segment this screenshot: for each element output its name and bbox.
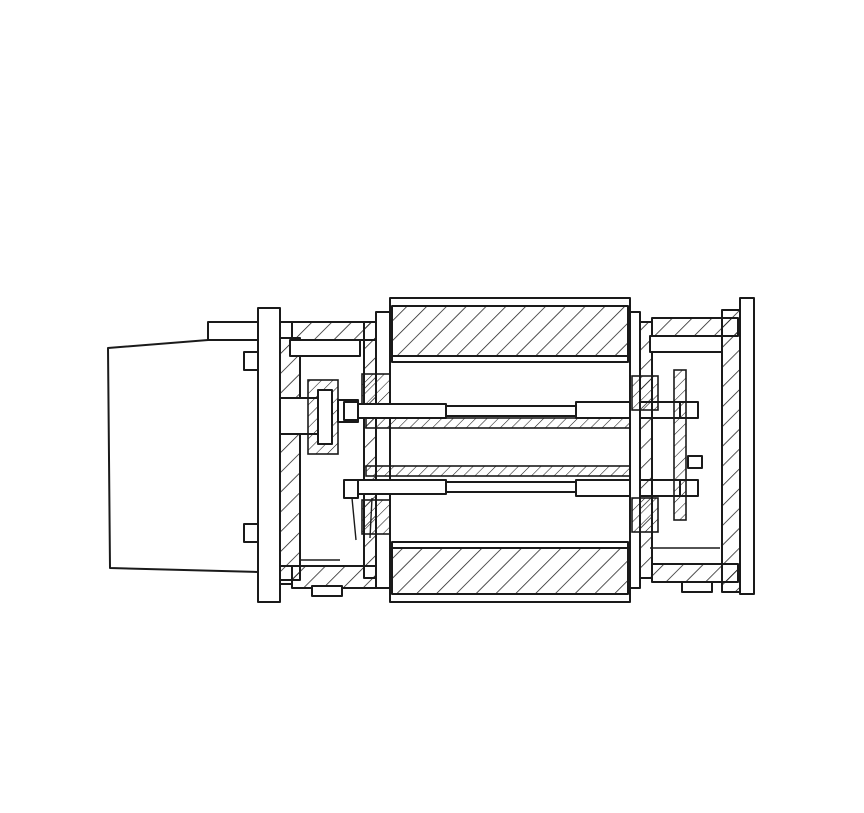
upper-shaft [343, 401, 699, 429]
right-inner-hub [629, 311, 659, 589]
left-inner-hub [361, 311, 393, 589]
left-bearing-housing [279, 321, 377, 597]
motor-housing [107, 335, 259, 573]
right-bearing-housing [649, 317, 739, 593]
lower-shaft [343, 465, 699, 541]
right-end-flange [721, 297, 755, 595]
main-roll-shell [389, 297, 631, 603]
sprocket-disc [673, 369, 703, 521]
